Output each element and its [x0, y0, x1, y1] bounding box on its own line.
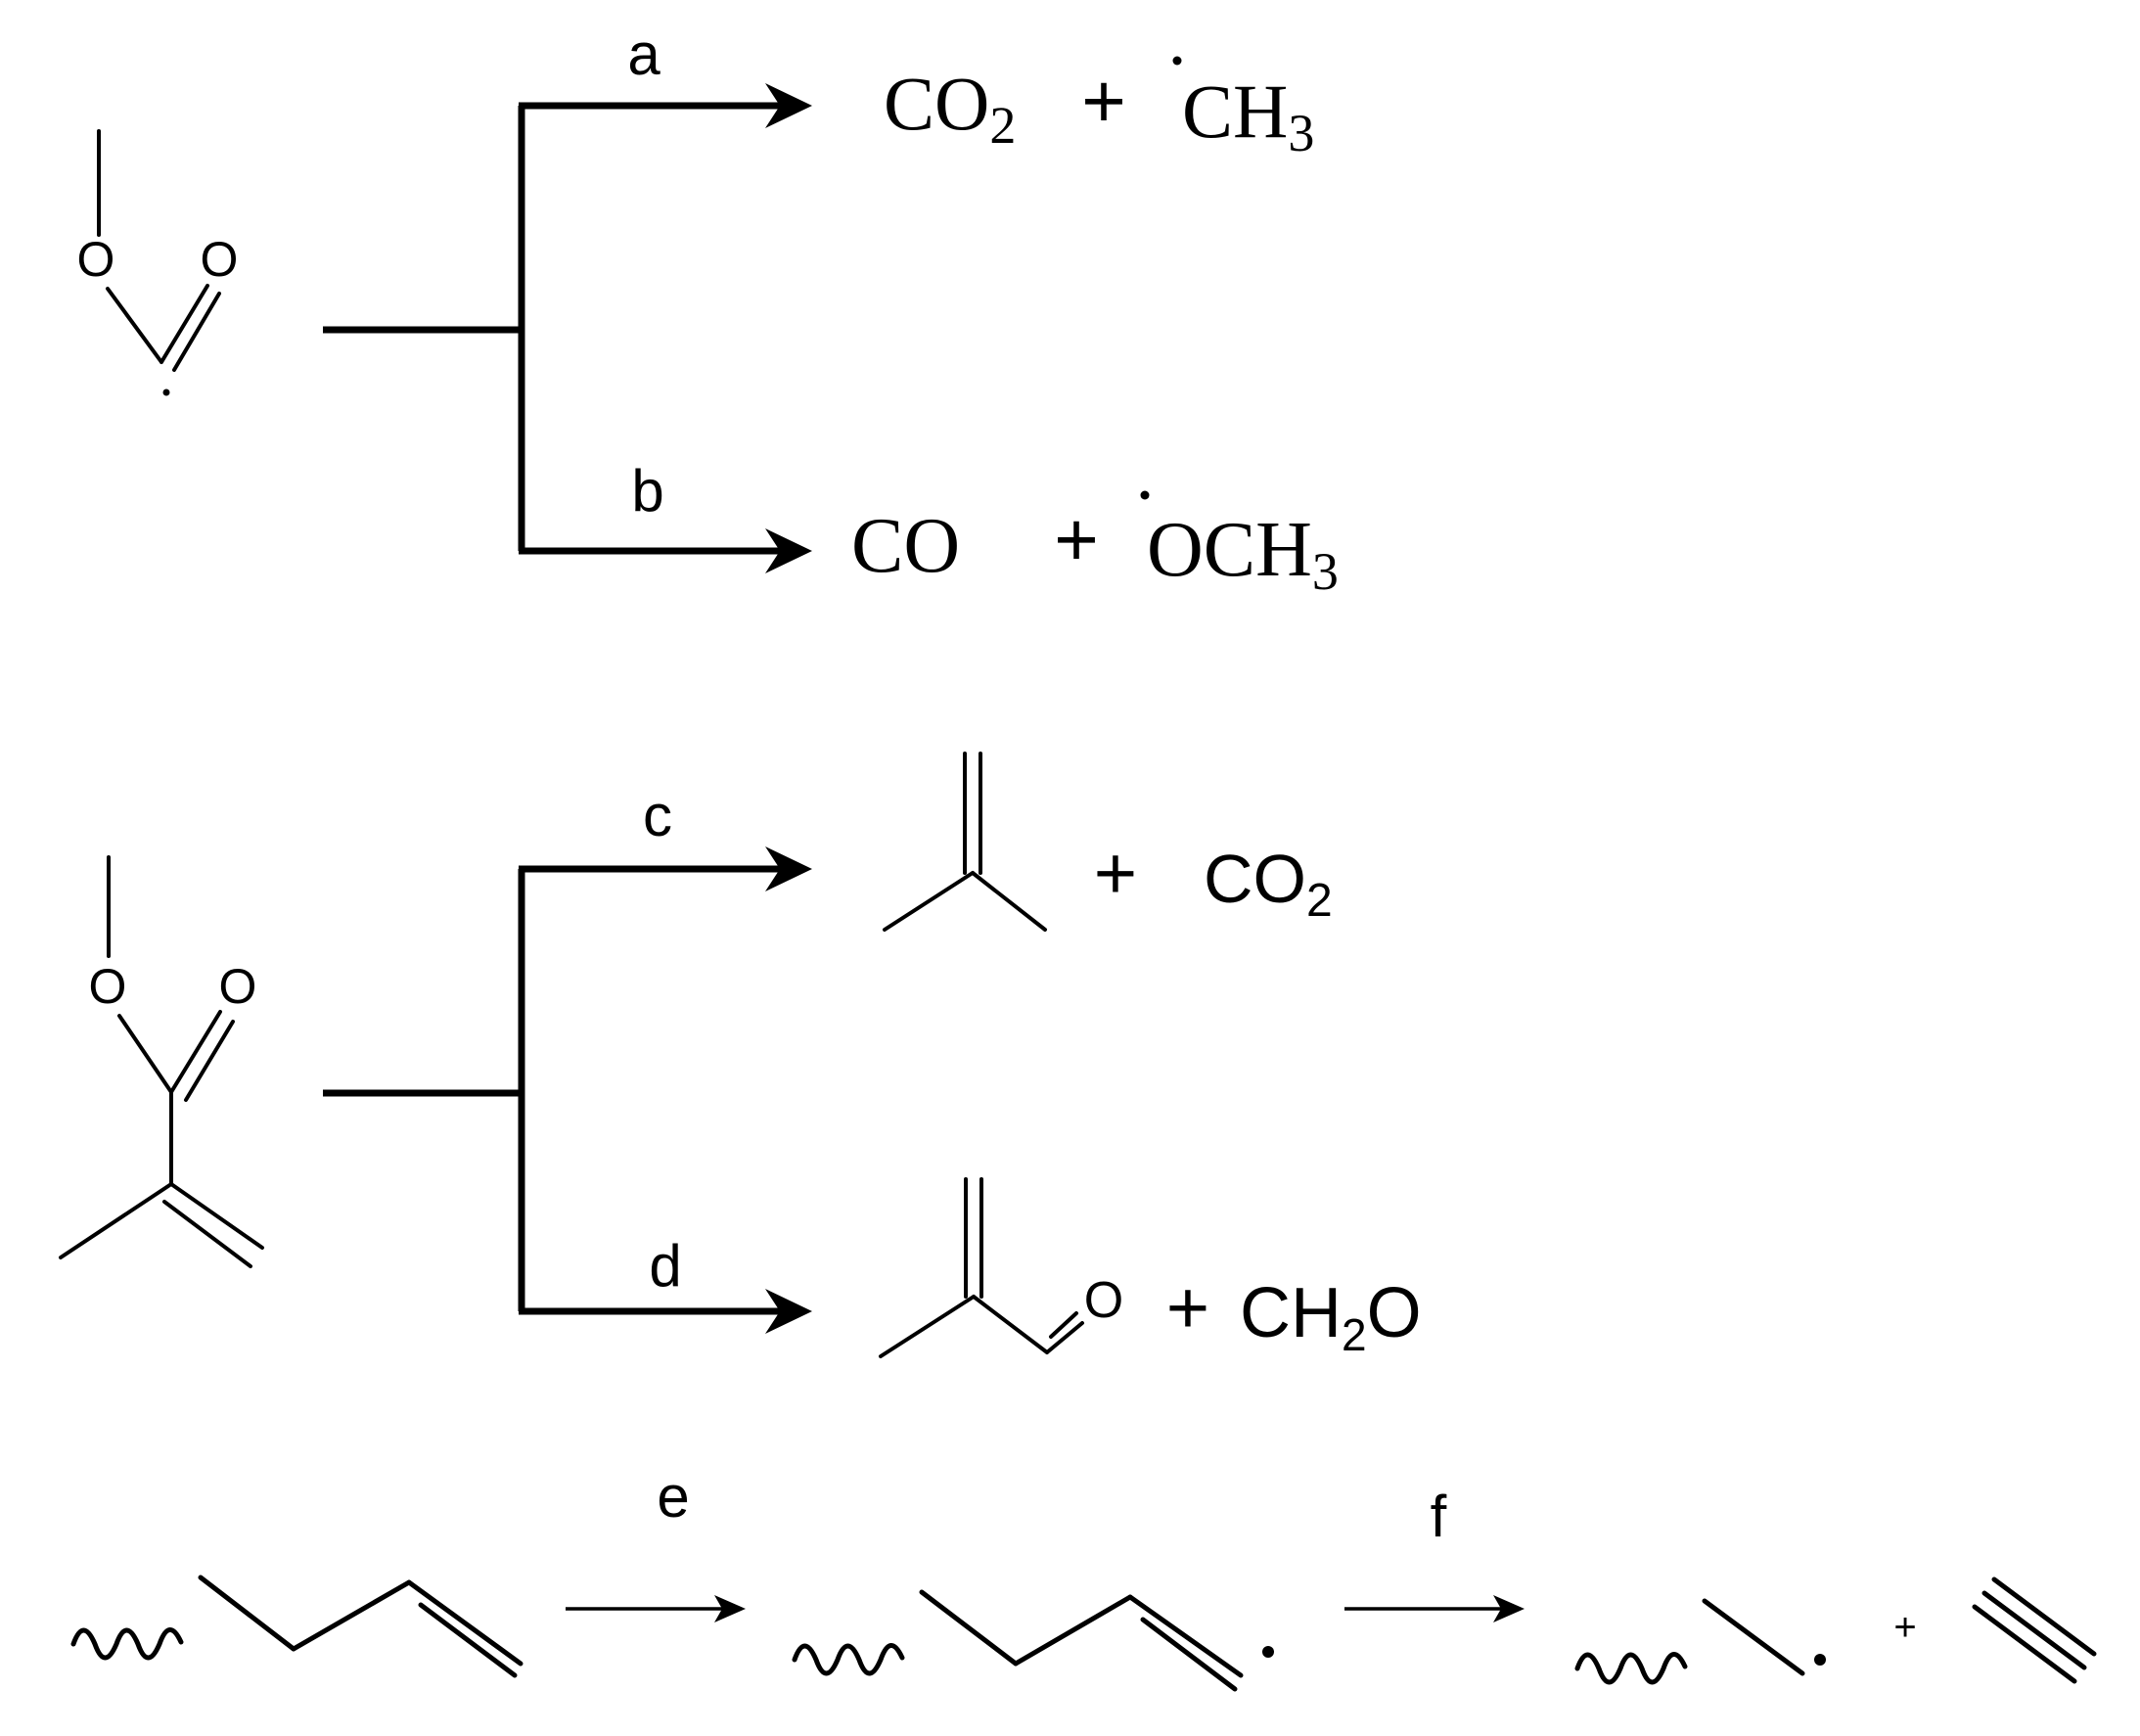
step-label-e: e — [657, 1464, 689, 1530]
reactant-polymer-chain-end — [70, 1575, 524, 1678]
product-co: CO — [851, 503, 960, 589]
reactant-methyl-methacrylate: O O — [59, 855, 264, 1268]
step-label-a: a — [627, 22, 660, 87]
product-co2: CO2 — [884, 61, 1016, 155]
radical-dot-vinyl — [1262, 1646, 1274, 1658]
product-methacrolein: O — [879, 1177, 1123, 1358]
plus-sign-d: + — [1166, 1266, 1209, 1349]
arrow-e — [566, 1595, 746, 1622]
product-isobutene — [883, 752, 1047, 932]
step-label-b: b — [631, 458, 663, 524]
product-formaldehyde: CH2O — [1240, 1274, 1422, 1360]
step-label-c: c — [643, 783, 672, 848]
arrow-f — [1344, 1595, 1525, 1622]
plus-sign-c: + — [1094, 832, 1137, 915]
radical-dot-och3 — [1140, 490, 1150, 500]
atom-o-ether-1: O — [77, 232, 115, 287]
products-d: O + CH2O — [879, 1177, 1422, 1360]
plus-sign-b: + — [1054, 496, 1099, 582]
products-c: + CO2 — [883, 752, 1333, 932]
step-label-d: d — [649, 1233, 681, 1299]
branch-arrow-cd — [323, 846, 812, 1334]
branch-arrow-ab — [323, 83, 812, 573]
products-b: CO + OCH3 — [851, 490, 1339, 601]
radical-dot-alkyl — [1814, 1654, 1826, 1666]
product-methoxy-radical: OCH3 — [1147, 507, 1339, 601]
products-a: CO2 + CH3 — [884, 56, 1314, 162]
atom-o-aldehyde: O — [1084, 1272, 1123, 1329]
product-co2-c: CO2 — [1204, 841, 1333, 927]
product-alkyl-radical — [1574, 1598, 1826, 1685]
step-label-f: f — [1431, 1484, 1447, 1549]
product-methyl-radical: CH3 — [1182, 69, 1314, 162]
atom-o-ether-2: O — [89, 959, 127, 1014]
atom-o-carbonyl-1: O — [201, 232, 239, 287]
plus-sign-a: + — [1081, 58, 1126, 144]
radical-dot — [162, 388, 170, 396]
atom-o-carbonyl-2: O — [219, 959, 257, 1014]
reactant-methoxycarbonyl-radical: O O — [77, 129, 239, 396]
plus-sign-f: + — [1893, 1606, 1916, 1649]
product-acetylene — [1972, 1576, 2097, 1684]
intermediate-vinyl-radical — [792, 1589, 1274, 1692]
radical-dot-ch3 — [1172, 56, 1182, 66]
